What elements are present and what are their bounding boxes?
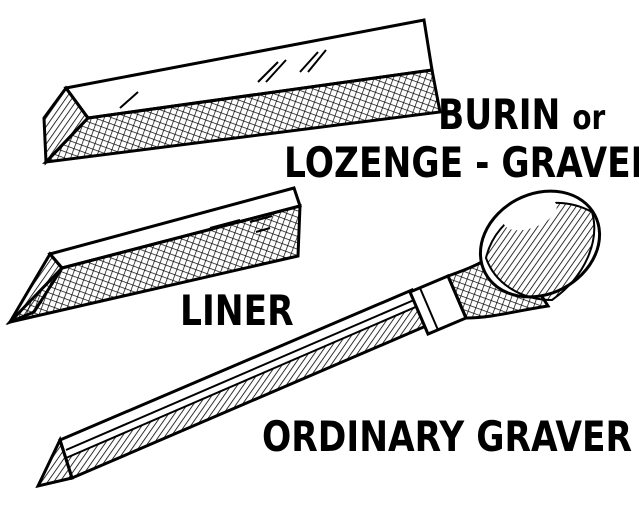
liner-side-face	[5, 204, 302, 325]
ordinary-graver-label: ORDINARY GRAVER	[262, 412, 633, 461]
lozenge-graver-label: LOZENGE - GRAVER	[284, 138, 639, 187]
burin-label-word: BURIN	[438, 90, 561, 139]
burin-label: BURIN or	[438, 90, 605, 139]
burin-tool	[41, 18, 442, 166]
burin-side-face	[41, 68, 442, 165]
ordinary-graver-tool	[35, 189, 602, 489]
liner-tool	[5, 186, 302, 326]
burin-label-or: or	[572, 98, 606, 138]
liner-label: LINER	[180, 286, 294, 335]
graver-tip	[35, 435, 74, 489]
